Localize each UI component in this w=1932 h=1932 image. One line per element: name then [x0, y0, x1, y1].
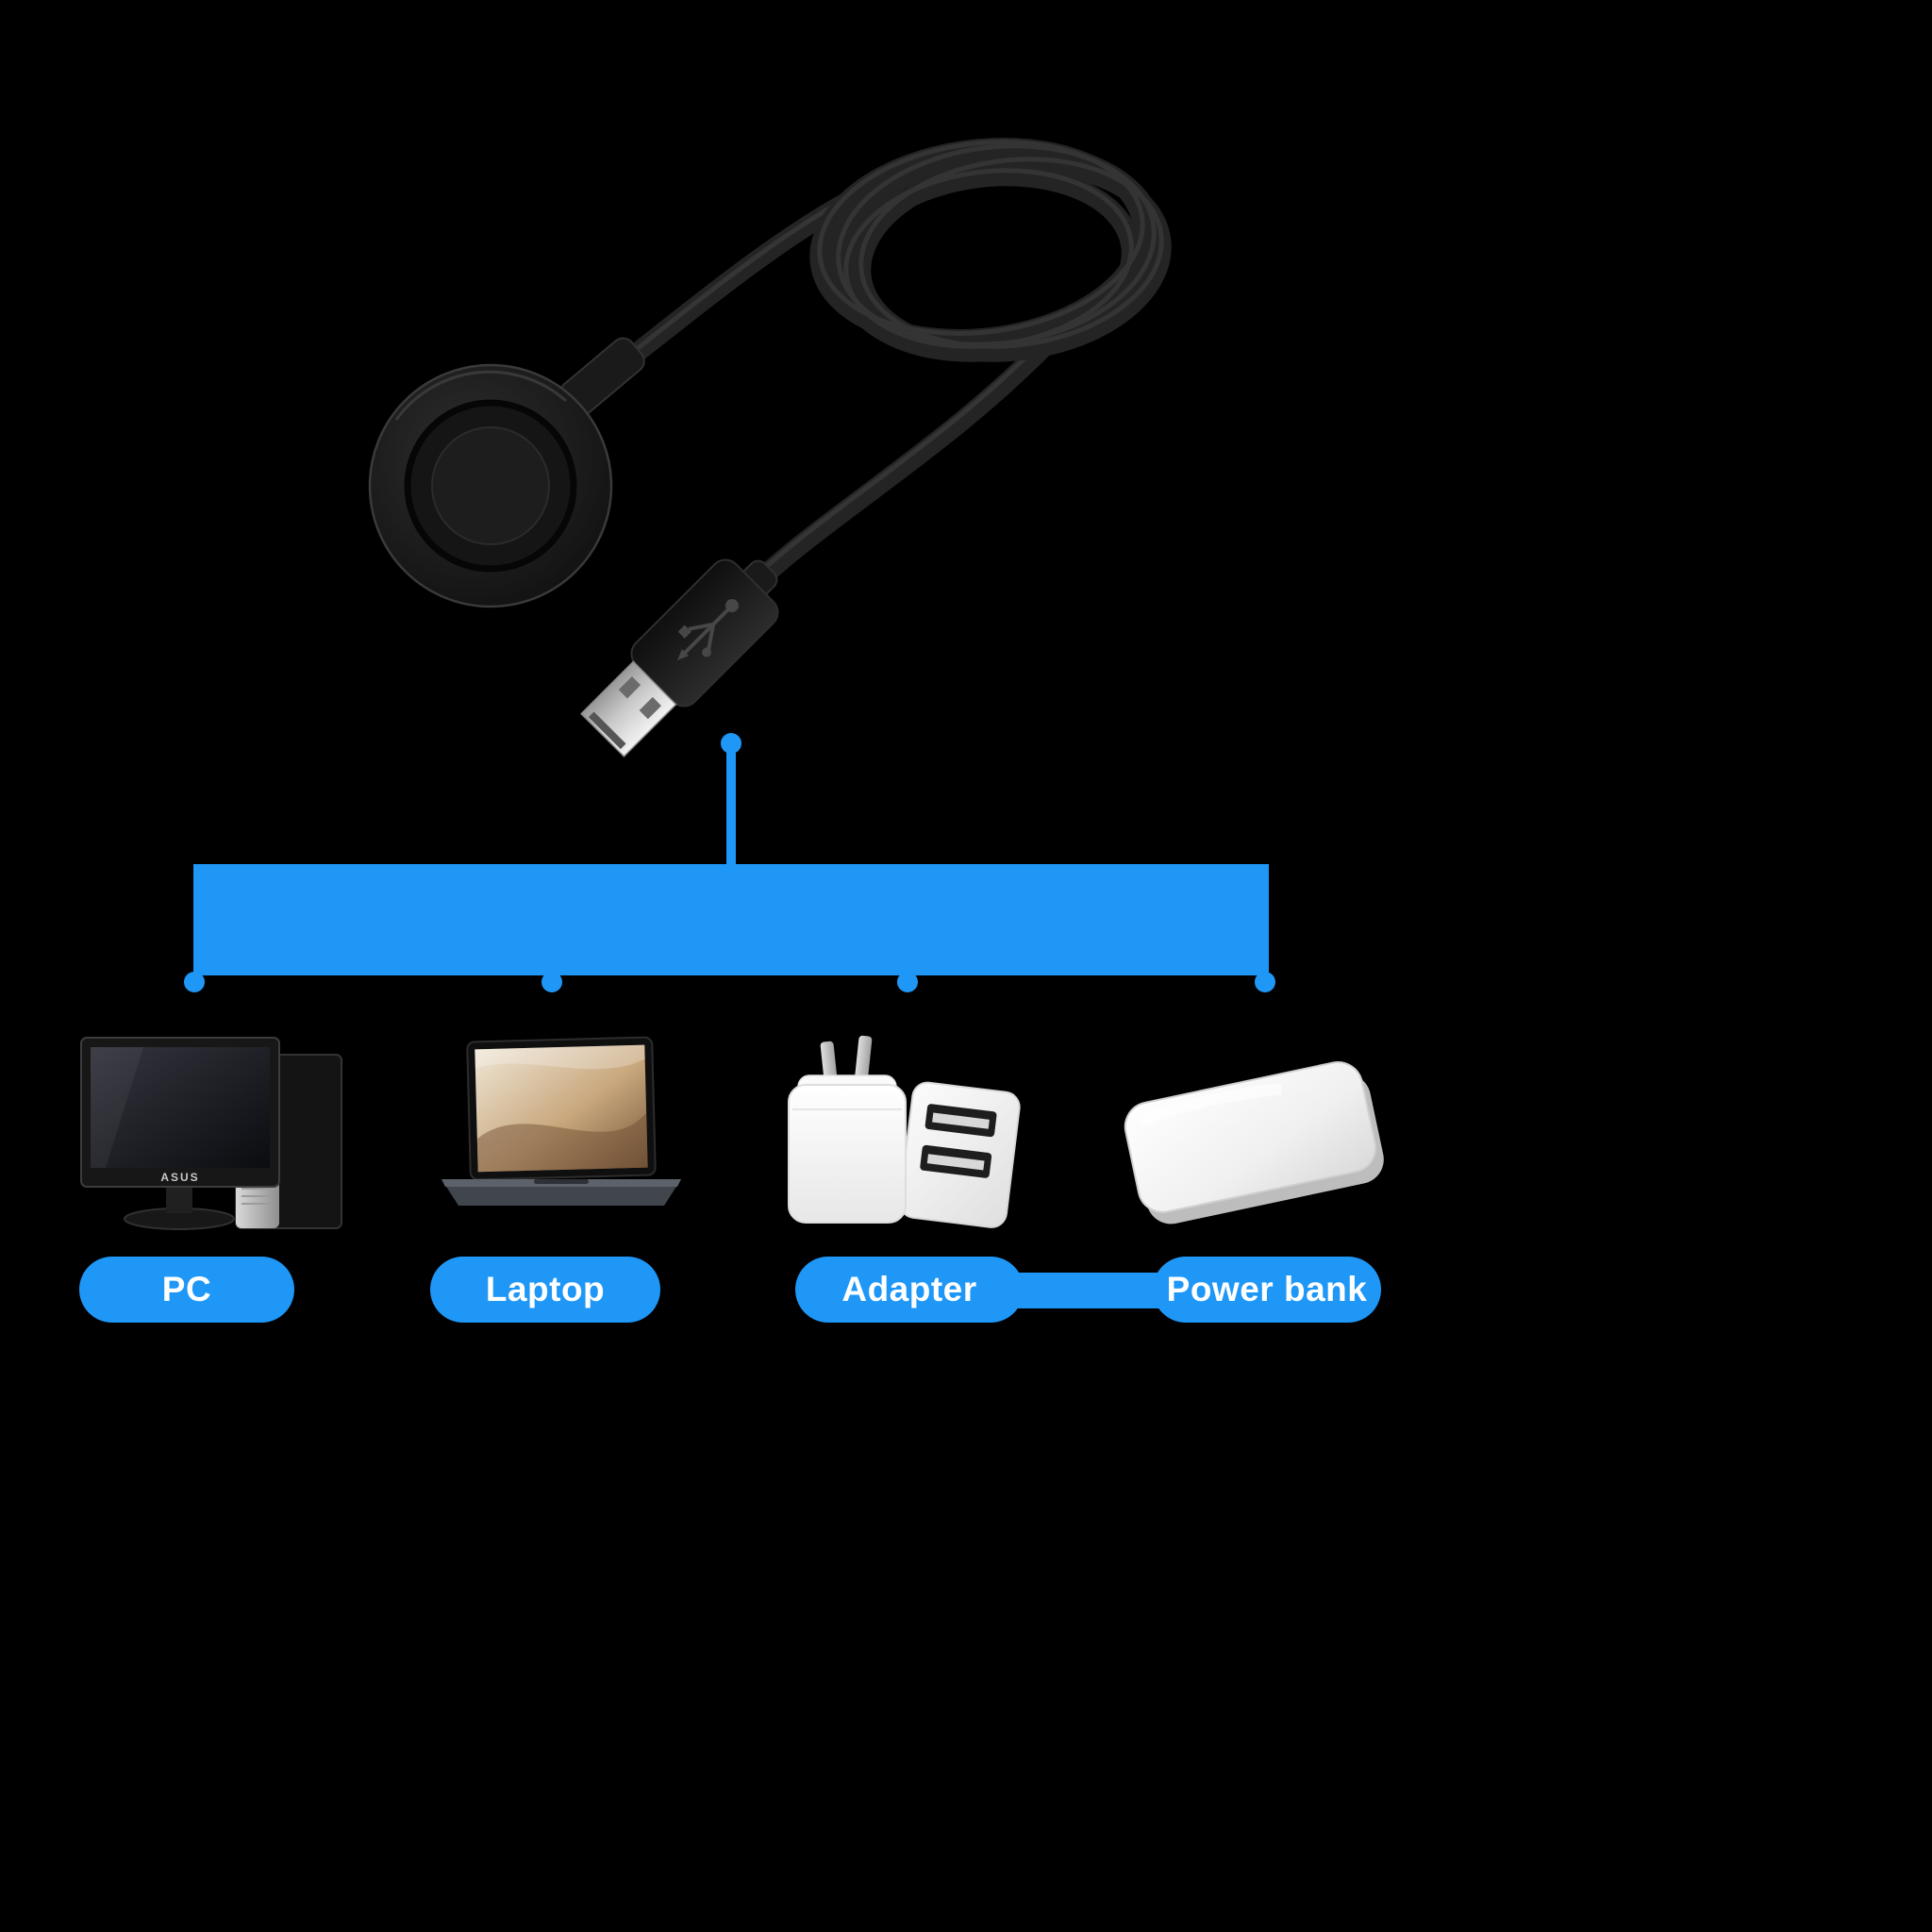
connector-bar	[193, 864, 1269, 975]
power-bank-icon	[1124, 1060, 1384, 1224]
connector-dot-top	[721, 733, 741, 754]
device-label-pc-text: PC	[161, 1270, 212, 1308]
device-label-laptop-text: Laptop	[485, 1270, 606, 1308]
device-label-adapter: Adapter	[795, 1257, 1024, 1323]
desktop-pc-icon: ASUS	[80, 1037, 342, 1230]
device-label-power-bank-text: Power bank	[1166, 1270, 1368, 1308]
usb-a-plug-icon	[580, 558, 779, 758]
connector-dot-adapter	[897, 972, 918, 992]
device-label-power-bank: Power bank	[1153, 1257, 1381, 1323]
connector-dot-power-bank	[1255, 972, 1275, 992]
connector-dot-laptop	[541, 972, 562, 992]
usb-trident-logo-icon	[676, 599, 739, 661]
device-label-laptop: Laptop	[430, 1257, 660, 1323]
adapter-prong-side	[788, 1074, 907, 1224]
connector-diagram	[184, 733, 1275, 992]
adapter-usb-ports-side	[898, 1081, 1021, 1228]
watch-charger-dock-with-usb-cable-icon	[368, 138, 1172, 758]
pc-monitor: ASUS	[80, 1037, 280, 1230]
charging-puck	[368, 363, 613, 608]
device-label-pc: PC	[79, 1257, 294, 1323]
pill-connector-adapter-powerbank	[995, 1273, 1165, 1308]
laptop-icon	[441, 1036, 681, 1206]
usb-wall-adapter-icon	[788, 1035, 1021, 1228]
monitor-brand-text: ASUS	[160, 1171, 199, 1184]
connector-dot-pc	[184, 972, 205, 992]
device-label-adapter-text: Adapter	[841, 1270, 977, 1308]
